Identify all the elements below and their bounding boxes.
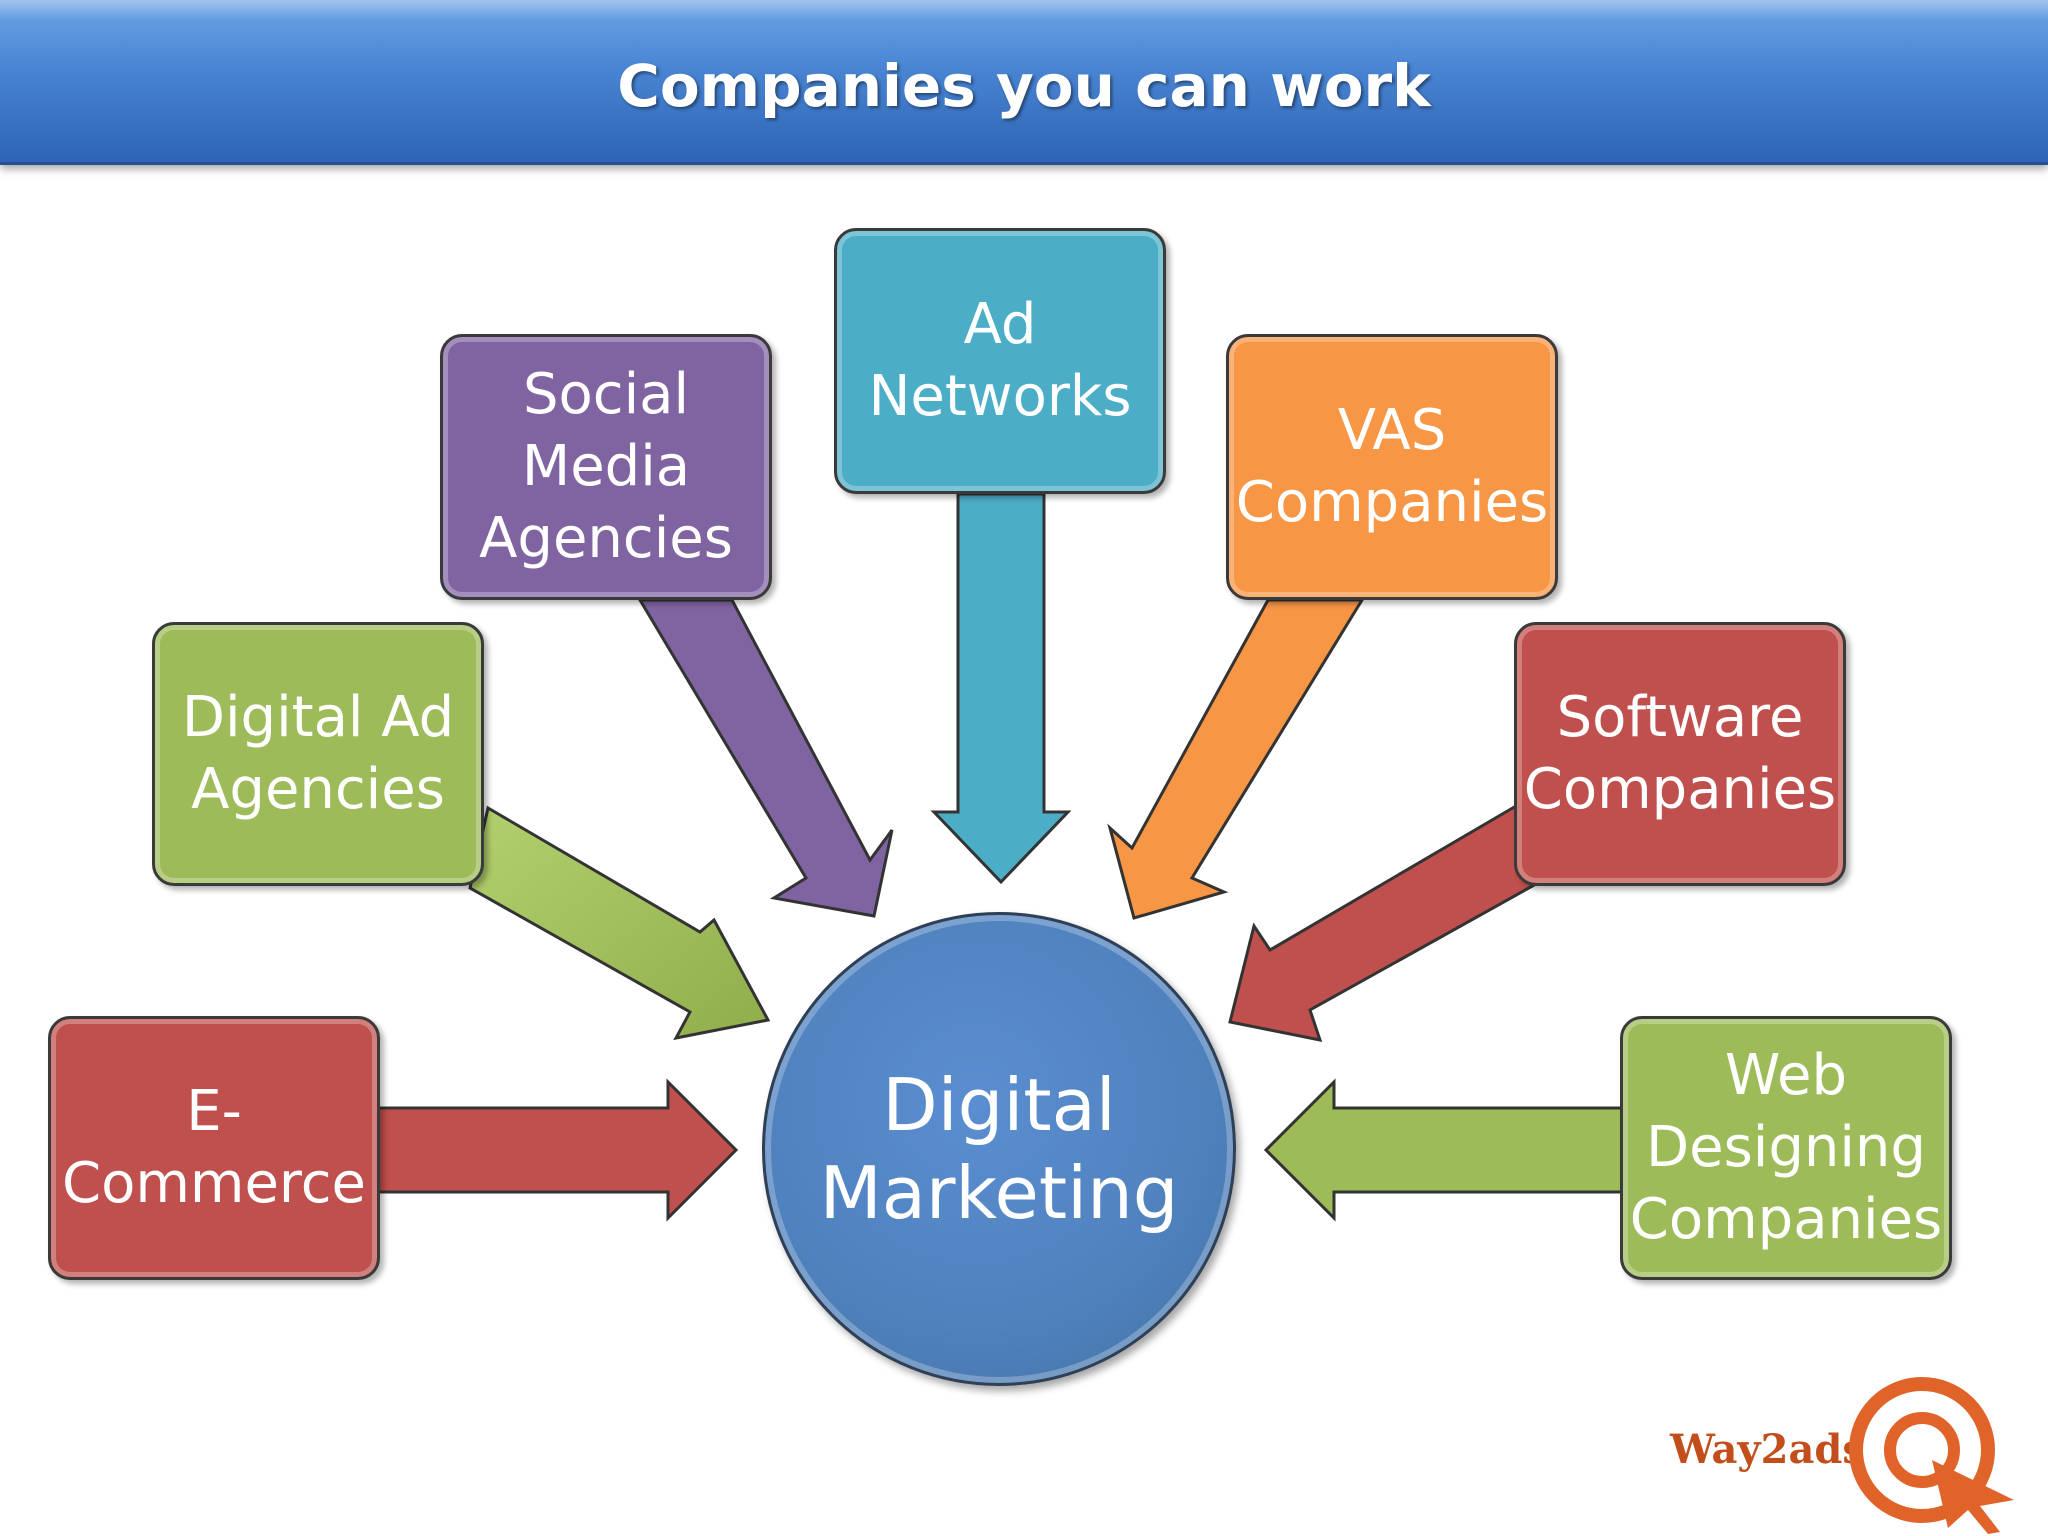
arrow-vas-companies <box>1107 598 1365 920</box>
arrow-ad-networks <box>930 492 1072 885</box>
logo-text: Way2ads <box>1670 1426 1865 1473</box>
target-cursor-icon <box>1849 1377 2014 1534</box>
way2ads-logo: Way2ads <box>1670 1368 2040 1534</box>
arrow-digital-ad-agencies <box>468 805 771 1041</box>
arrow-software-companies <box>1228 803 1538 1042</box>
center-digital-marketing: Digital Marketing <box>762 912 1236 1386</box>
node-label: Ad Networks <box>868 292 1132 429</box>
node-label: Software Companies <box>1523 685 1837 822</box>
node-e-commerce: E- Commerce <box>48 1016 380 1280</box>
arrow-web-designing-companies <box>1263 1078 1624 1222</box>
node-label: Digital Ad Agencies <box>181 685 455 822</box>
node-vas-companies: VAS Companies <box>1226 334 1558 600</box>
node-software-companies: Software Companies <box>1514 622 1846 886</box>
arrow-e-commerce <box>376 1078 739 1222</box>
node-web-designing-companies: Web Designing Companies <box>1620 1016 1952 1280</box>
node-ad-networks: Ad Networks <box>834 228 1166 494</box>
node-social-media-agencies: Social Media Agencies <box>440 334 772 600</box>
slide-title: Companies you can work <box>617 52 1431 120</box>
arrow-social-media-agencies <box>637 598 894 918</box>
title-bar: Companies you can work <box>0 0 2048 165</box>
node-digital-ad-agencies: Digital Ad Agencies <box>152 622 484 886</box>
node-label: E- Commerce <box>62 1079 366 1216</box>
node-label: Web Designing Companies <box>1629 1043 1943 1252</box>
node-label: VAS Companies <box>1235 398 1549 535</box>
center-label: Digital Marketing <box>819 1063 1179 1235</box>
node-label: Social Media Agencies <box>479 362 733 571</box>
